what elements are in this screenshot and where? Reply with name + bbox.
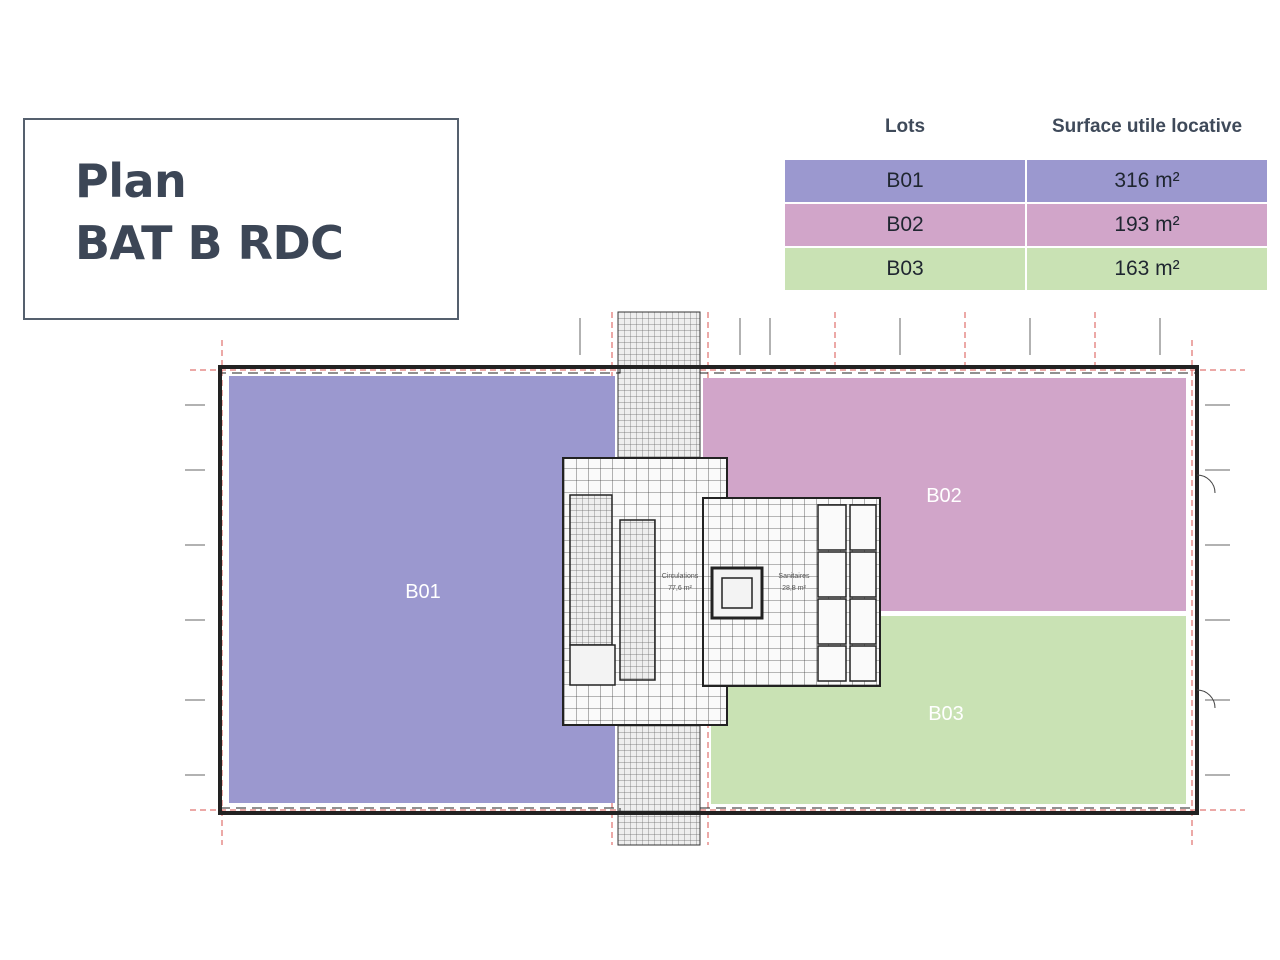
circulations-area: 77,6 m²	[668, 585, 692, 592]
core: Circulations 77,6 m² Sanitaires 28,8 m²	[562, 457, 881, 726]
circulations-label: Circulations	[662, 573, 699, 580]
sanitaires-label: Sanitaires	[778, 573, 810, 580]
lift	[710, 566, 764, 620]
table-row: B02 193 m²	[785, 204, 1267, 246]
lots-table: Lots Surface utile locative B01 316 m² B…	[783, 94, 1269, 292]
entrance-bottom	[617, 724, 701, 846]
lot-cell: B02	[785, 204, 1025, 246]
surface-cell: 163 m²	[1027, 248, 1267, 290]
zone-b02	[703, 378, 1186, 611]
lots-header: Lots	[884, 116, 926, 137]
title-box: Plan BAT B RDC	[23, 118, 459, 320]
door-symbols	[1196, 474, 1216, 709]
surface-cell: 193 m²	[1027, 204, 1267, 246]
table-row: B03 163 m²	[785, 248, 1267, 290]
table-row: B01 316 m²	[785, 160, 1267, 202]
zone-b01	[229, 376, 615, 803]
lot-cell: B01	[785, 160, 1025, 202]
entrance-top	[617, 311, 701, 459]
surface-header: Surface utile locative	[1051, 116, 1243, 137]
staircase	[619, 519, 656, 681]
zone-label-b03: B03	[928, 703, 964, 725]
zone-label-b01: B01	[405, 581, 441, 603]
dimension-ticks	[185, 318, 1230, 776]
staircase	[569, 494, 613, 646]
plan-subtitle: BAT B RDC	[75, 216, 344, 270]
zone-b03	[711, 616, 1186, 804]
plan-title: Plan	[75, 154, 187, 208]
lot-cell: B03	[785, 248, 1025, 290]
surface-cell: 316 m²	[1027, 160, 1267, 202]
zone-label-b02: B02	[926, 485, 962, 507]
sanitaires-area: 28,8 m²	[782, 585, 806, 592]
